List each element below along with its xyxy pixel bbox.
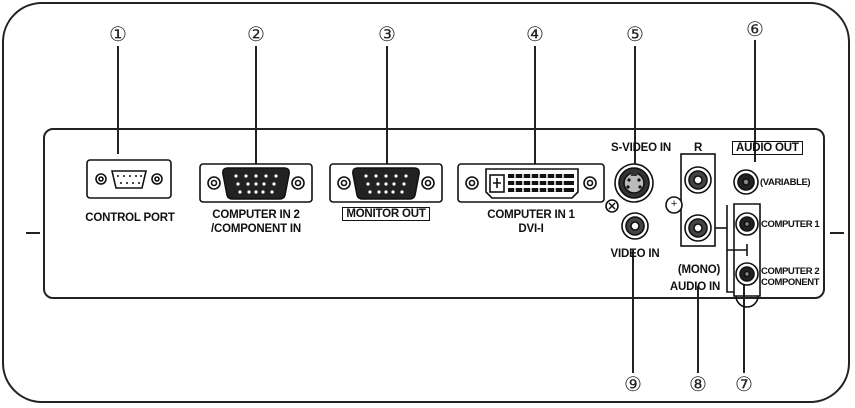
monitor-out-connector [329,163,443,203]
leader-3 [386,46,388,164]
label-video-in: VIDEO IN [610,248,660,260]
label-monitor-out: MONITOR OUT [338,207,434,221]
callout-6: ⑥ [746,17,764,41]
callout-3: ③ [378,22,396,46]
label-dvi-i: DVI-I [518,223,544,235]
label-s-video-in: S-VIDEO IN [611,142,671,154]
label-audio-out: AUDIO OUT [732,141,803,155]
label-audio-in: AUDIO IN [669,281,721,293]
leader-1 [117,46,119,154]
label-computer-2: COMPUTER 2 [761,266,820,277]
callout-7: ⑦ [735,372,753,396]
label-mono: (MONO) [677,264,721,276]
label-audio-out-text: AUDIO OUT [732,141,803,155]
callout-5: ⑤ [626,22,644,46]
callout-4: ④ [526,22,544,46]
leader-8 [697,286,699,373]
leader-5 [634,46,636,176]
audio-in-rl-connectors [665,153,727,247]
computer-in-2-connector [199,163,313,203]
panel-edge-right [830,232,844,234]
callout-1: ① [109,22,127,46]
label-component-in: /COMPONENT IN [210,223,302,235]
leader-6 [754,40,756,162]
label-control-port: CONTROL PORT [85,212,175,224]
panel-edge-left [26,232,40,234]
audio-out-connector [733,169,759,195]
s-video-connector [605,163,654,213]
leader-9 [632,250,634,373]
label-plus: + [670,198,678,210]
audio-in-computer-connectors [726,203,761,308]
leader-2 [255,46,257,164]
leader-4 [534,46,536,164]
leader-7 [743,280,745,373]
rear-panel [43,128,825,299]
callout-2: ② [247,22,265,46]
callout-8: ⑧ [689,372,707,396]
label-computer-in-1: COMPUTER IN 1 [487,209,575,221]
label-component: COMPONENT [761,277,820,288]
label-computer-in-2: COMPUTER IN 2 [212,209,300,221]
label-variable: (VARIABLE) [760,177,811,188]
label-r: R [693,142,703,154]
label-monitor-out-text: MONITOR OUT [342,207,430,221]
video-in-connector [621,212,649,240]
callout-9: ⑨ [624,372,642,396]
computer-in-1-dvi-connector [457,163,605,203]
control-port-connector [86,159,172,199]
label-computer-1: COMPUTER 1 [761,219,820,230]
